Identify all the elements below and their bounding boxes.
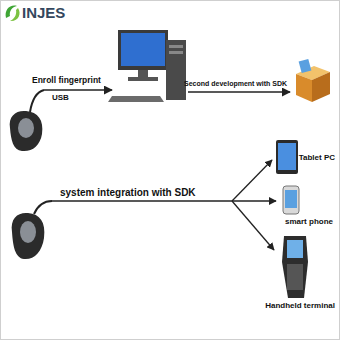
edge-text: Enroll fingerprint xyxy=(32,76,101,85)
branch-arrow xyxy=(232,201,274,250)
branch-arrow xyxy=(232,160,272,201)
sdk-package-icon xyxy=(296,59,330,102)
sdk-arrow xyxy=(188,91,290,93)
branch-arrow xyxy=(232,200,276,201)
edge-text: system integration with SDK xyxy=(60,187,196,198)
logo-text: INJES xyxy=(22,5,65,22)
integration-line xyxy=(52,200,232,202)
edge-text: USB xyxy=(52,94,69,103)
tablet-icon xyxy=(276,140,298,174)
handheld-terminal-icon xyxy=(282,236,308,298)
node-text: Handheld terminal xyxy=(265,302,335,311)
edge-text: Second development with SDK xyxy=(184,80,287,88)
node-text: Tablet PC xyxy=(299,154,335,163)
node-text: smart phone xyxy=(285,218,333,227)
device-label: Tablet PC xyxy=(298,153,336,164)
computer xyxy=(108,30,186,102)
device-label: smart phone xyxy=(284,217,334,228)
usb-arrow xyxy=(44,89,112,91)
phone-icon xyxy=(283,186,299,214)
device-label: Handheld terminal xyxy=(264,301,336,312)
logo-mark xyxy=(6,6,20,21)
fingerprint-scanner xyxy=(12,201,52,259)
fingerprint-scanner xyxy=(10,90,44,151)
